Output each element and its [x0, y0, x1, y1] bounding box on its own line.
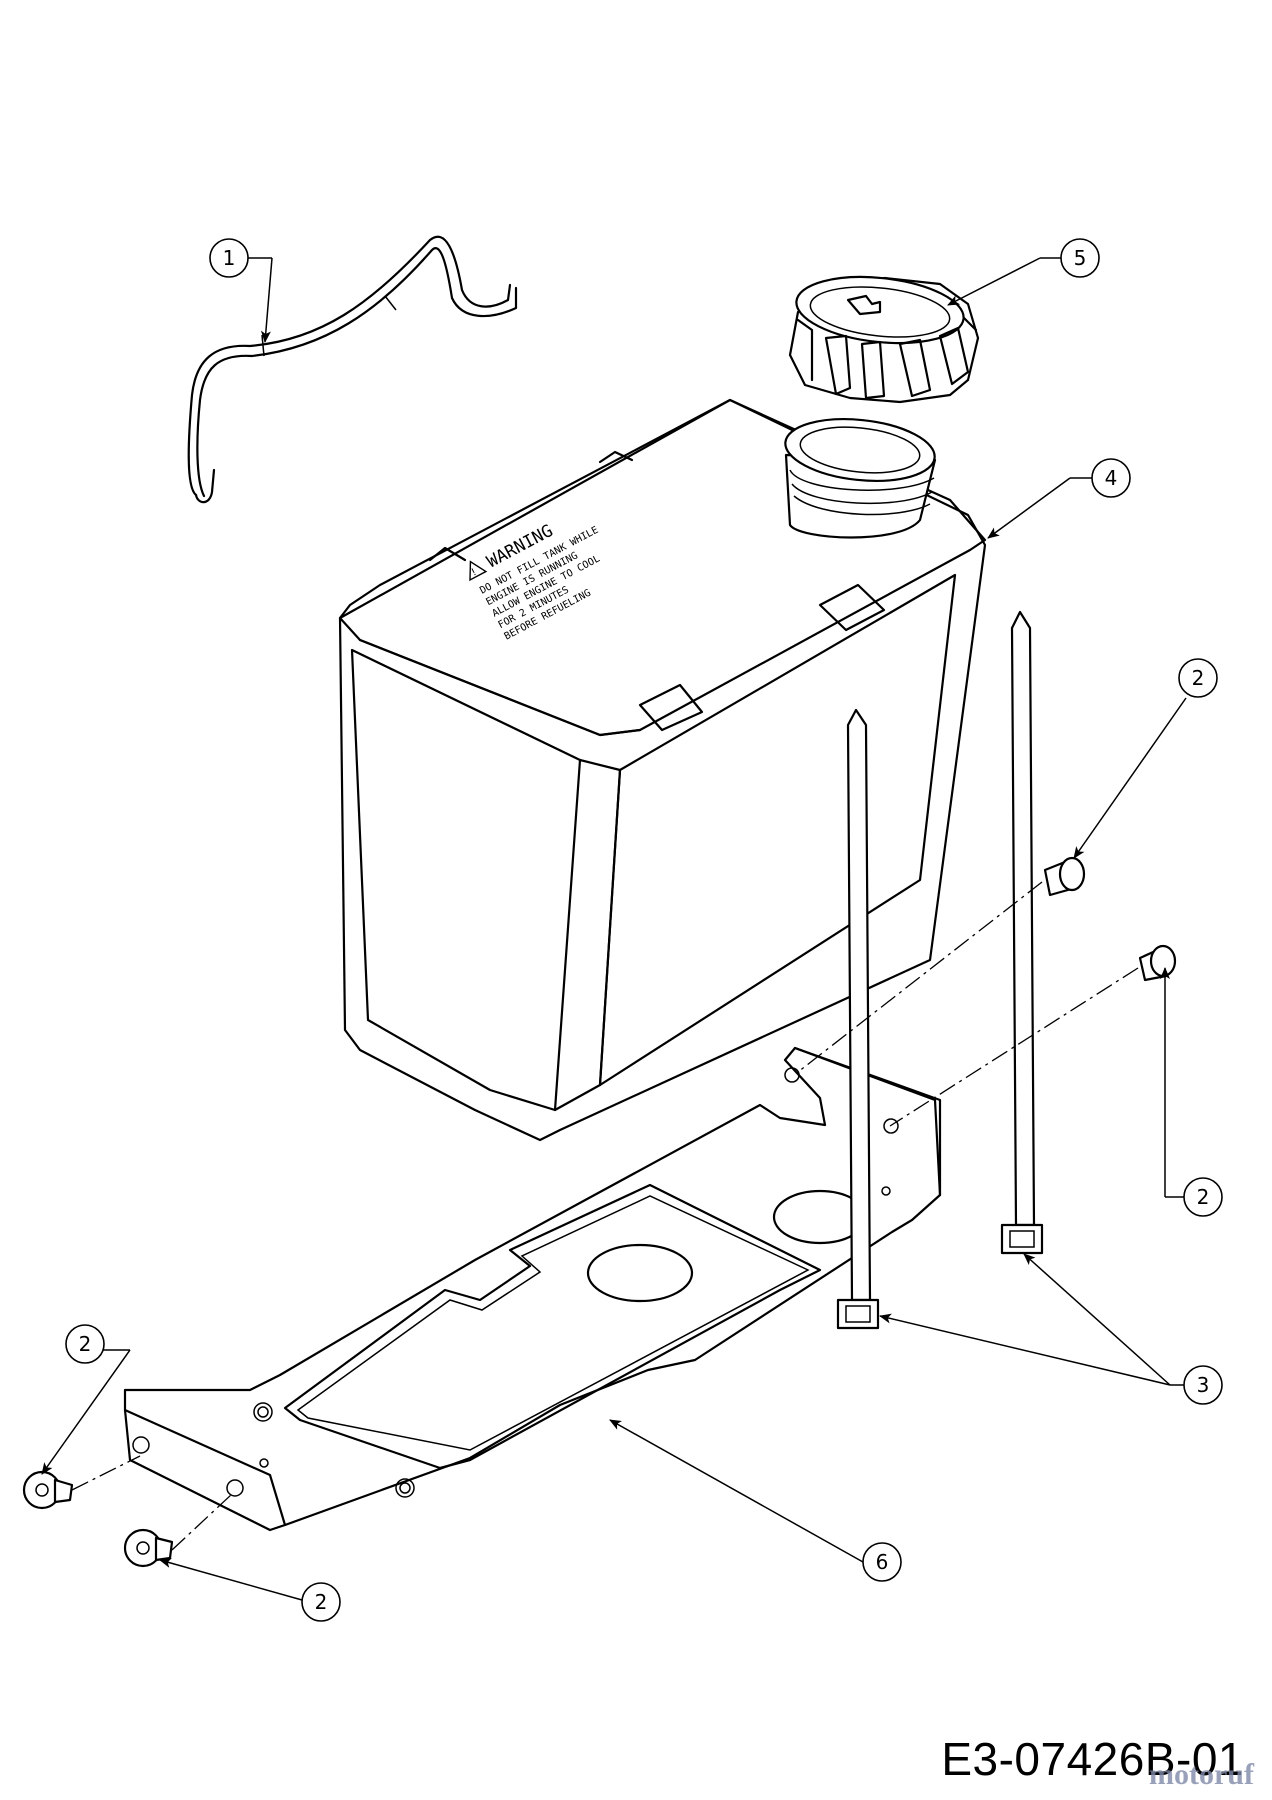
- svg-text:6: 6: [876, 1550, 889, 1574]
- fuel-cap-part-5: [788, 275, 980, 404]
- fuel-tank-part-4: ! WARNING DO NOT FILL TANK WHILE ENGINE …: [338, 398, 987, 1142]
- callout-5: 5: [1060, 238, 1100, 278]
- svg-text:!: !: [469, 566, 479, 579]
- svg-text:4: 4: [1105, 466, 1118, 490]
- callout-3: 3: [1183, 1365, 1223, 1405]
- screw-part-2: [123, 1528, 174, 1568]
- callout-2: 2: [65, 1324, 105, 1364]
- svg-text:3: 3: [1197, 1373, 1210, 1397]
- vent-tube-part-1: [187, 235, 518, 504]
- svg-text:2: 2: [79, 1332, 92, 1356]
- screw-part-2: [1043, 856, 1086, 897]
- callout-2: 2: [1183, 1177, 1223, 1217]
- drawing-code: E3-07426B-01: [941, 1733, 1244, 1785]
- callout-1: 1: [209, 238, 249, 278]
- screw-part-2: [1138, 944, 1177, 982]
- callout-2: 2: [301, 1582, 341, 1622]
- watermark-logo: motoruf: [1149, 1758, 1254, 1791]
- svg-text:1: 1: [223, 246, 236, 270]
- svg-text:2: 2: [1192, 666, 1205, 690]
- svg-text:2: 2: [315, 1590, 328, 1614]
- cable-tie-part-3: [1000, 610, 1044, 1255]
- callout-4: 4: [1091, 458, 1131, 498]
- screw-part-2: [22, 1470, 74, 1510]
- callout-6: 6: [862, 1542, 902, 1582]
- svg-text:5: 5: [1074, 246, 1087, 270]
- svg-text:2: 2: [1197, 1185, 1210, 1209]
- cable-tie-part-3: [836, 708, 880, 1330]
- callout-2: 2: [1178, 658, 1218, 698]
